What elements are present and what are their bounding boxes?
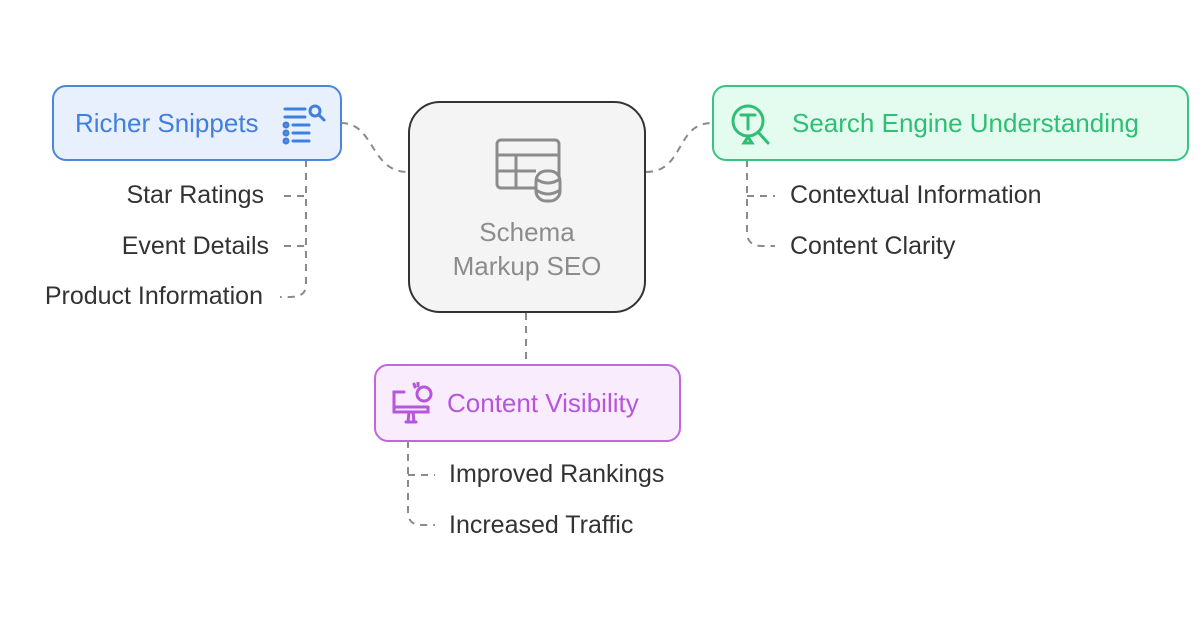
central-topic-line2: Markup SEO: [452, 251, 602, 281]
connector-center-richer-snippets: [340, 122, 409, 173]
branch-search-engine-understanding: Search Engine Understanding: [712, 85, 1189, 161]
table-database-icon: [495, 138, 562, 203]
central-topic-node: Schema Markup SEO: [408, 101, 646, 313]
leaf-product-information: Product Information: [44, 282, 263, 310]
leaf-contextual-information: Contextual Information: [790, 181, 1042, 209]
monitor-lightbulb-icon: [392, 382, 433, 424]
branch-title: Content Visibility: [447, 387, 639, 418]
search-text-icon: [731, 104, 770, 145]
leaf-improved-rankings: Improved Rankings: [449, 460, 665, 488]
connector-content-visibility-children: [407, 441, 435, 526]
central-topic-line1: Schema: [479, 217, 575, 247]
branch-richer-snippets: Richer Snippets: [52, 85, 342, 161]
connector-richer-snippets-children: [280, 160, 307, 298]
leaf-star-ratings: Star Ratings: [126, 181, 264, 209]
branch-content-visibility: Content Visibility: [374, 364, 681, 442]
connector-search-engine-children: [746, 160, 775, 247]
leaf-content-clarity: Content Clarity: [790, 232, 956, 260]
branch-title: Search Engine Understanding: [792, 107, 1139, 138]
branch-title: Richer Snippets: [75, 107, 259, 138]
list-search-icon: [282, 104, 326, 145]
connector-center-search-engine: [645, 122, 713, 173]
leaf-increased-traffic: Increased Traffic: [449, 511, 634, 539]
leaf-event-details: Event Details: [121, 232, 269, 260]
